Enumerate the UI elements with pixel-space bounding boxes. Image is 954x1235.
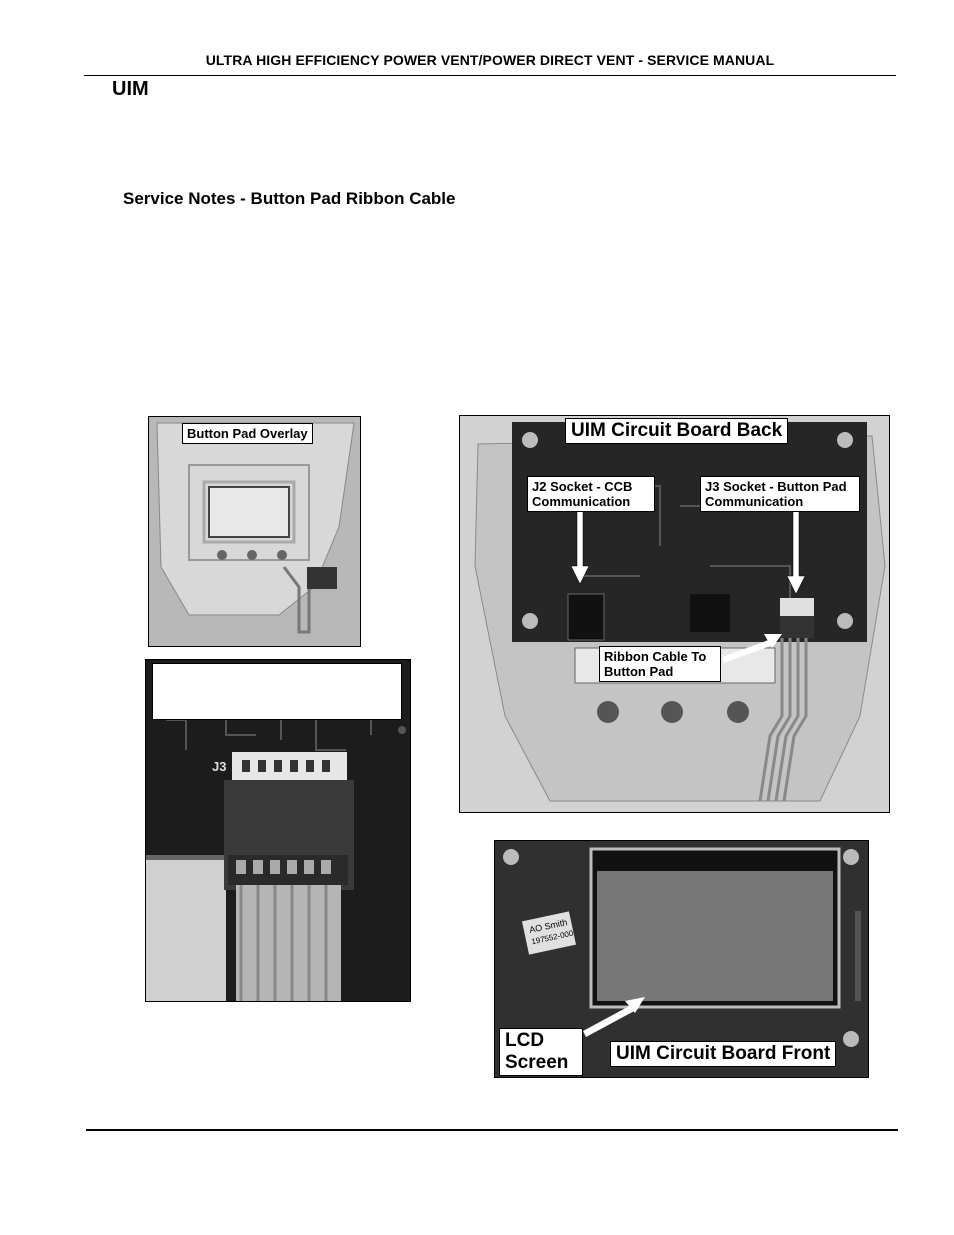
subsection-title: Service Notes - Button Pad Ribbon Cable xyxy=(123,189,456,208)
button-pad-overlay-label: Button Pad Overlay xyxy=(182,423,313,444)
uim-board-front-title: UIM Circuit Board Front xyxy=(610,1041,837,1067)
uim-board-front-photo: AO Smith 197552-000 LCD Screen UIM Circu… xyxy=(494,840,869,1078)
j3-closeup-photo: J3 xyxy=(145,659,411,1002)
ribbon-cable-label: Ribbon Cable To Button Pad xyxy=(599,646,721,682)
j3-connector-marking: J3 xyxy=(212,759,227,774)
page-header: ULTRA HIGH EFFICIENCY POWER VENT/POWER D… xyxy=(205,52,775,68)
j3-closeup-image xyxy=(146,660,410,1001)
uim-board-back-photo: UIM Circuit Board Back J2 Socket - CCB C… xyxy=(459,415,890,813)
footer-rule xyxy=(86,1129,898,1131)
section-title: UIM xyxy=(112,78,149,100)
j3-socket-label: J3 Socket - Button Pad Communication xyxy=(700,476,860,512)
button-pad-overlay-photo: Button Pad Overlay xyxy=(148,416,361,647)
uim-board-back-image xyxy=(474,422,886,802)
j2-socket-label: J2 Socket - CCB Communication xyxy=(527,476,655,512)
uim-board-back-title: UIM Circuit Board Back xyxy=(565,418,789,444)
lcd-screen-label: LCD Screen xyxy=(499,1028,583,1076)
uim-board-front-image xyxy=(495,841,868,1077)
j3-closeup-label xyxy=(152,663,402,720)
button-pad-overlay-image xyxy=(156,422,355,634)
header-rule xyxy=(84,75,896,76)
